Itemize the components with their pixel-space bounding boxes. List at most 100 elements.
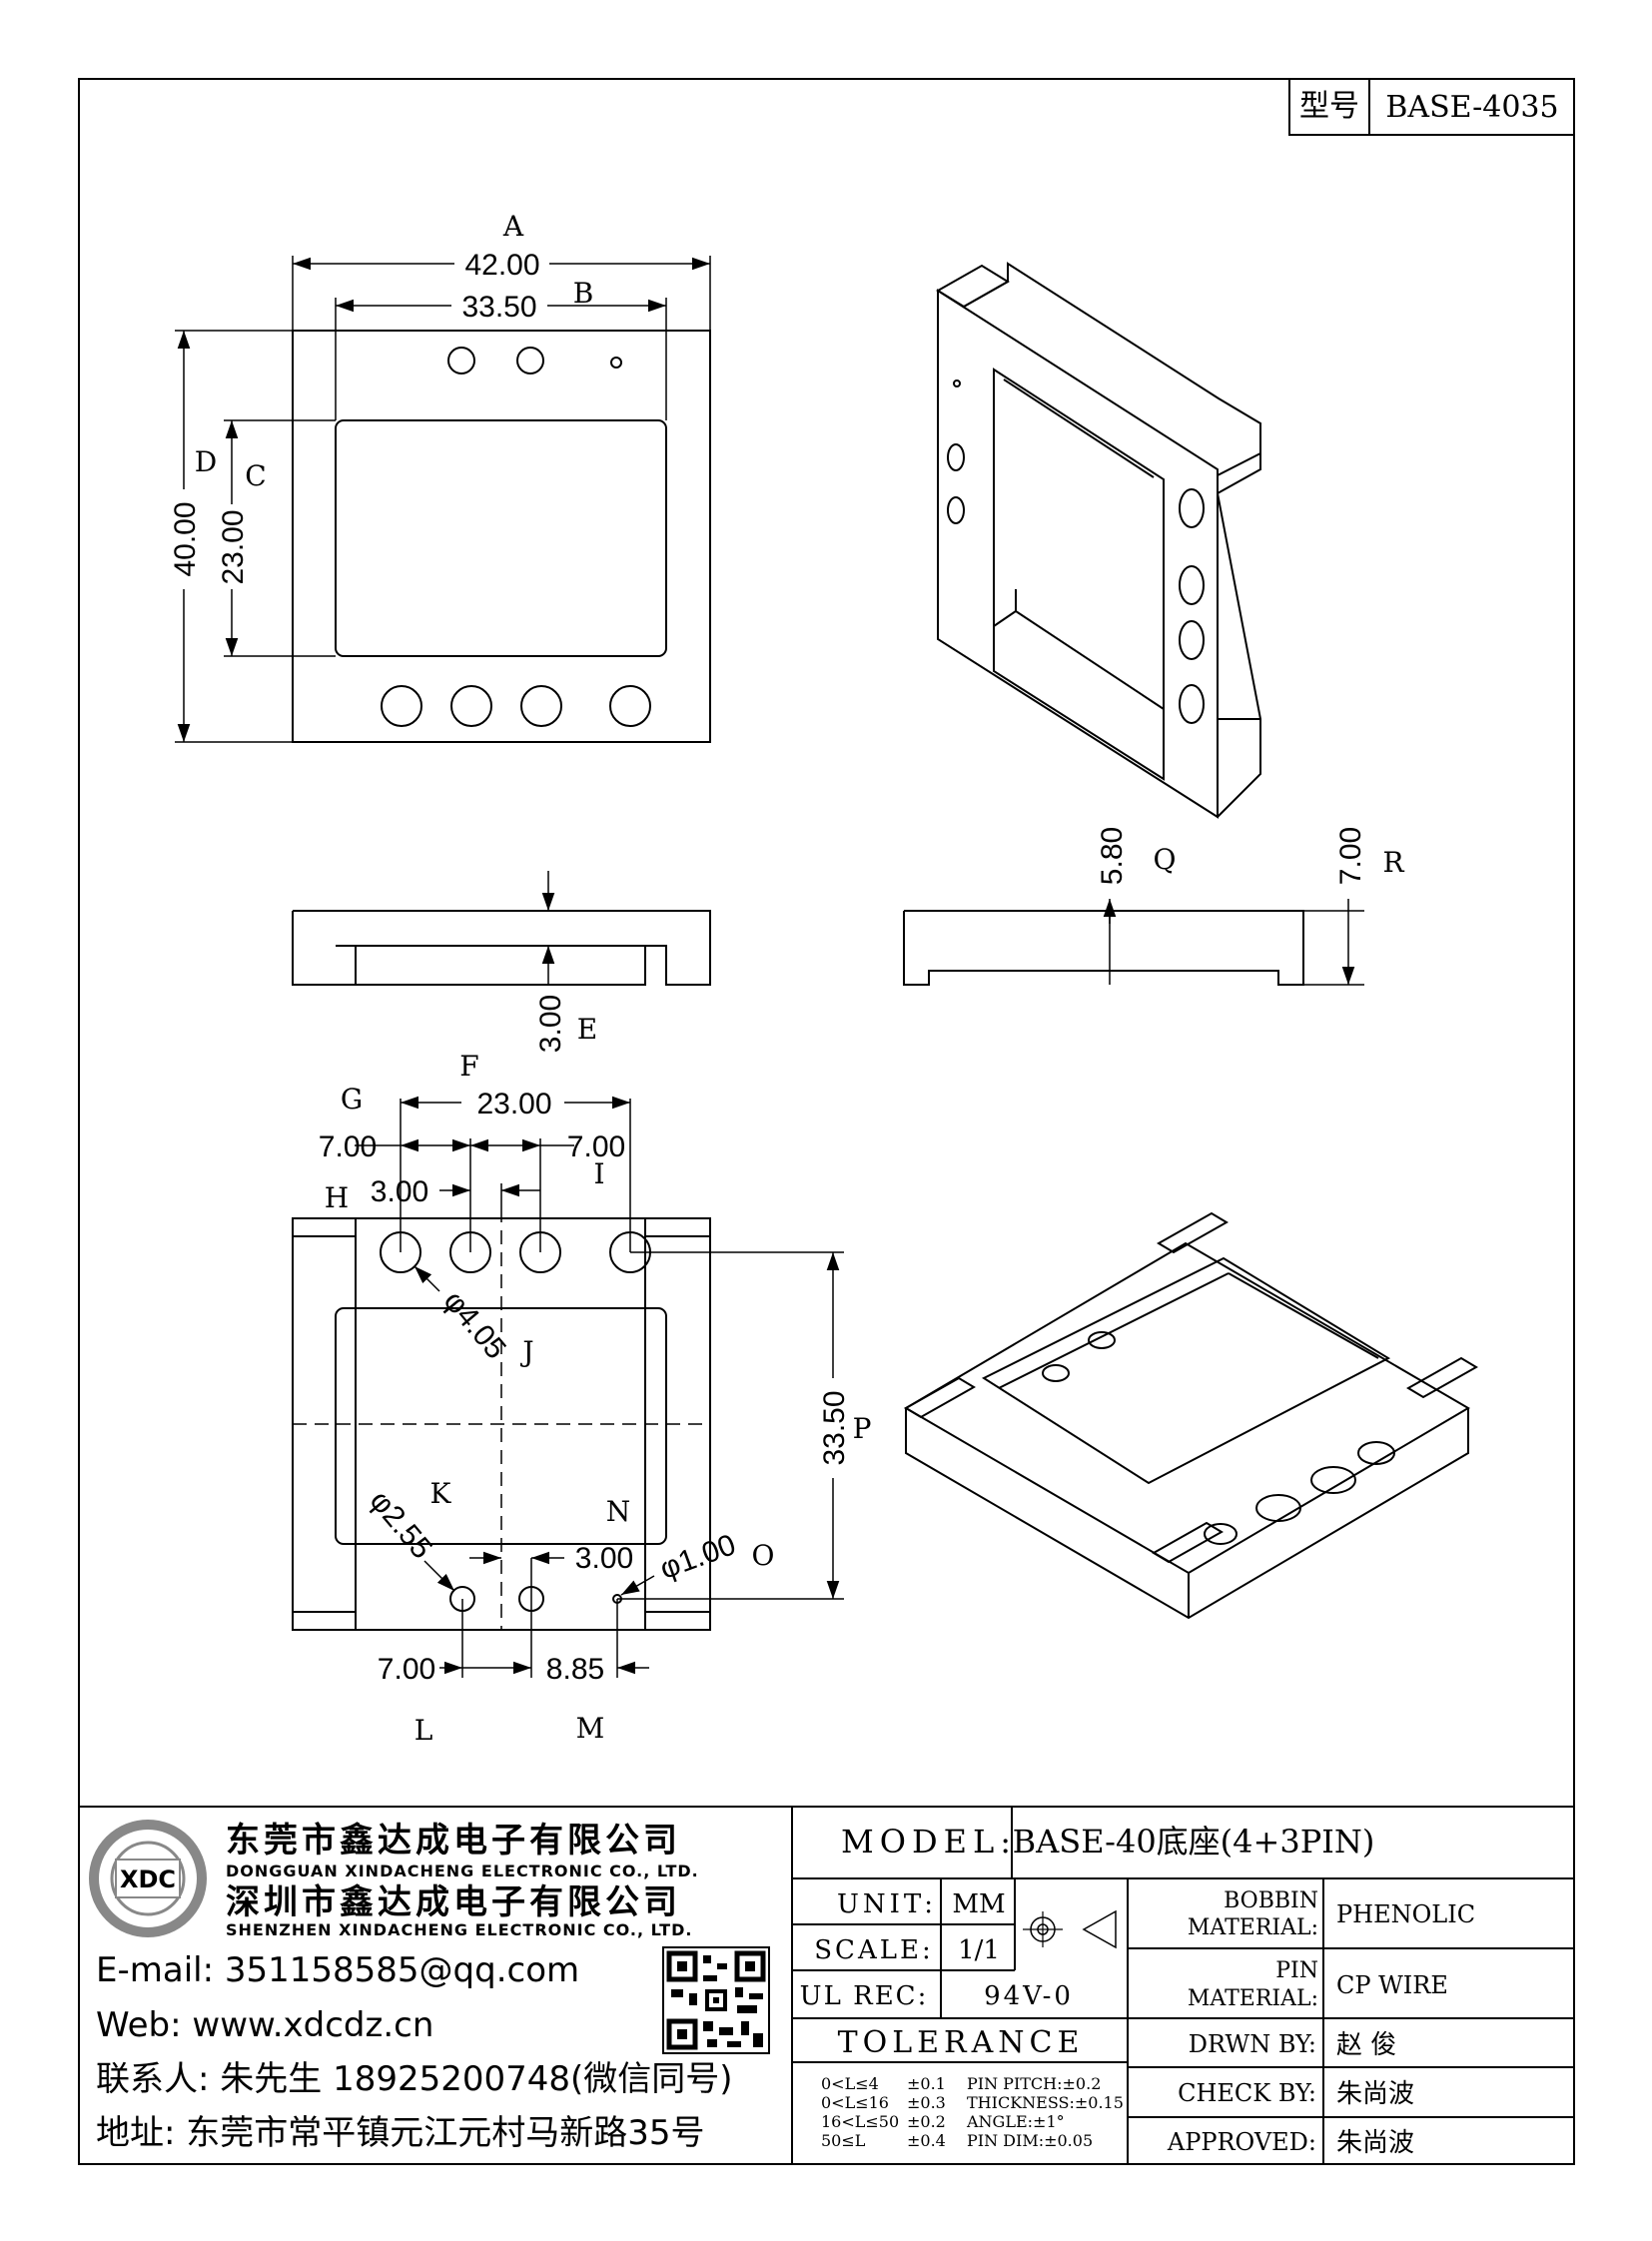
top-pin-4 xyxy=(609,685,651,727)
scale-value: 1/1 xyxy=(958,1935,1000,1965)
label-R: R xyxy=(1382,846,1404,879)
top-hole-1 xyxy=(447,347,475,374)
label-H: H xyxy=(325,1181,349,1214)
label-B: B xyxy=(573,277,594,310)
label-P: P xyxy=(853,1412,872,1445)
model-code: BASE-4035 xyxy=(1385,90,1558,125)
iso-view-frame xyxy=(936,262,1261,819)
company-address: 地址: 东莞市常平镇元江元村马新路35号 xyxy=(96,2113,705,2153)
iso-view-base xyxy=(904,1211,1478,1620)
bottom-view xyxy=(292,1096,844,1678)
dim-40: 40.00 xyxy=(169,501,202,576)
dim-23: 23.00 xyxy=(217,509,250,584)
sheet-border xyxy=(78,78,1575,2165)
type-label: 型号 xyxy=(1299,89,1359,124)
label-I: I xyxy=(593,1157,604,1190)
label-M: M xyxy=(576,1712,605,1745)
top-pin-2 xyxy=(450,685,492,727)
scale-label: SCALE: xyxy=(814,1935,934,1965)
label-F: F xyxy=(459,1050,478,1083)
tol-spec-2: THICKNESS:±0.15 xyxy=(967,2093,1124,2112)
label-D: D xyxy=(195,445,217,478)
company-contact: 联系人: 朱先生 18925200748(微信同号) xyxy=(96,2059,733,2099)
drawn-value: 赵 俊 xyxy=(1336,2030,1396,2060)
drawn-label: DRWN BY: xyxy=(1189,2030,1316,2058)
pin-value: CP WIRE xyxy=(1336,1971,1448,1999)
label-A: A xyxy=(502,210,524,243)
top-hole-2 xyxy=(516,347,544,374)
pin-label-2: MATERIAL: xyxy=(1188,1986,1318,2011)
label-L: L xyxy=(414,1714,433,1747)
company-email: E-mail: 351158585@qq.com xyxy=(96,1950,579,1990)
dim-e: 3.00 xyxy=(534,995,567,1053)
label-E: E xyxy=(577,1013,597,1046)
dim-bottom-offset: 8.85 xyxy=(546,1653,604,1686)
tol-value-1: ±0.1 xyxy=(907,2074,946,2093)
logo-text: XDC xyxy=(120,1866,176,1893)
qr-code xyxy=(662,1946,770,2054)
dim-tiny-dia: φ1.00 xyxy=(656,1528,740,1586)
dim-small-dia: φ2.55 xyxy=(364,1484,438,1565)
company-cn-1: 东莞市鑫达成电子有限公司 xyxy=(226,1821,681,1861)
top-pin-1 xyxy=(381,685,422,727)
company-en-2: SHENZHEN XINDACHENG ELECTRONIC CO., LTD. xyxy=(226,1920,692,1939)
dim-33-5: 33.50 xyxy=(461,291,536,324)
header-box: 型号 BASE-4035 xyxy=(1288,78,1575,136)
label-N: N xyxy=(606,1495,631,1528)
dim-bottom-pitch: 7.00 xyxy=(378,1653,435,1686)
check-label: CHECK BY: xyxy=(1178,2079,1316,2107)
label-J: J xyxy=(519,1335,533,1368)
company-cn-2: 深圳市鑫达成电子有限公司 xyxy=(226,1882,681,1922)
pin-label-1: PIN xyxy=(1275,1958,1318,1983)
ul-value: 94V-0 xyxy=(984,1981,1074,2011)
top-outline xyxy=(292,330,711,743)
dim-right-pitch: 7.00 xyxy=(567,1130,625,1163)
tolerance-label: TOLERANCE xyxy=(838,2025,1085,2060)
label-G: G xyxy=(341,1083,363,1116)
dim-r: 7.00 xyxy=(1334,827,1367,885)
tol-spec-4: PIN DIM:±0.05 xyxy=(967,2131,1093,2150)
dim-p: 33.50 xyxy=(818,1390,851,1465)
dim-q: 5.80 xyxy=(1096,827,1129,885)
tolerance-table: 0<L≤4 ±0.1 PIN PITCH:±0.2 0<L≤16 ±0.3 TH… xyxy=(821,2074,1124,2150)
top-view xyxy=(175,256,711,743)
dim-42: 42.00 xyxy=(464,249,539,282)
approved-label: APPROVED: xyxy=(1167,2128,1316,2156)
top-pin-3 xyxy=(520,685,562,727)
side-view xyxy=(903,899,1364,986)
company-en-1: DONGGUAN XINDACHENG ELECTRONIC CO., LTD. xyxy=(226,1862,699,1880)
title-block xyxy=(79,1806,1574,2164)
bobbin-label-2: MATERIAL: xyxy=(1188,1915,1318,1940)
tol-spec-1: PIN PITCH:±0.2 xyxy=(967,2074,1101,2093)
approved-value: 朱尚波 xyxy=(1336,2128,1414,2158)
tol-value-3: ±0.2 xyxy=(907,2112,946,2131)
dim-left-pitch: 7.00 xyxy=(319,1130,377,1163)
dim-gap3: 3.00 xyxy=(575,1542,633,1575)
tol-range-1: 0<L≤4 xyxy=(821,2074,879,2093)
label-C: C xyxy=(245,459,266,492)
bobbin-value: PHENOLIC xyxy=(1336,1900,1475,1928)
model-label: MODEL: xyxy=(841,1823,1017,1861)
top-hole-3 xyxy=(610,357,622,369)
dim-half-pitch: 3.00 xyxy=(371,1175,428,1208)
check-value: 朱尚波 xyxy=(1336,2079,1414,2109)
bobbin-label-1: BOBBIN xyxy=(1224,1888,1318,1913)
top-window xyxy=(335,419,667,657)
front-view xyxy=(292,871,711,986)
tol-range-4: 50≤L xyxy=(821,2131,866,2150)
tol-spec-3: ANGLE:±1° xyxy=(966,2112,1065,2131)
company-web: Web: www.xdcdz.cn xyxy=(96,2005,433,2045)
ul-label: UL REC: xyxy=(800,1981,929,2011)
label-Q: Q xyxy=(1154,843,1177,876)
label-K: K xyxy=(430,1477,452,1510)
company-logo: XDC xyxy=(89,1820,207,1937)
tol-range-3: 16<L≤50 xyxy=(821,2112,899,2131)
tol-value-4: ±0.4 xyxy=(907,2131,946,2150)
tol-value-2: ±0.3 xyxy=(907,2093,946,2112)
model-value: BASE-40底座(4+3PIN) xyxy=(1013,1823,1375,1861)
dim-23-bottom: 23.00 xyxy=(476,1088,551,1120)
label-O: O xyxy=(752,1539,775,1572)
tol-range-2: 0<L≤16 xyxy=(821,2093,889,2112)
unit-label: UNIT: xyxy=(837,1889,937,1919)
